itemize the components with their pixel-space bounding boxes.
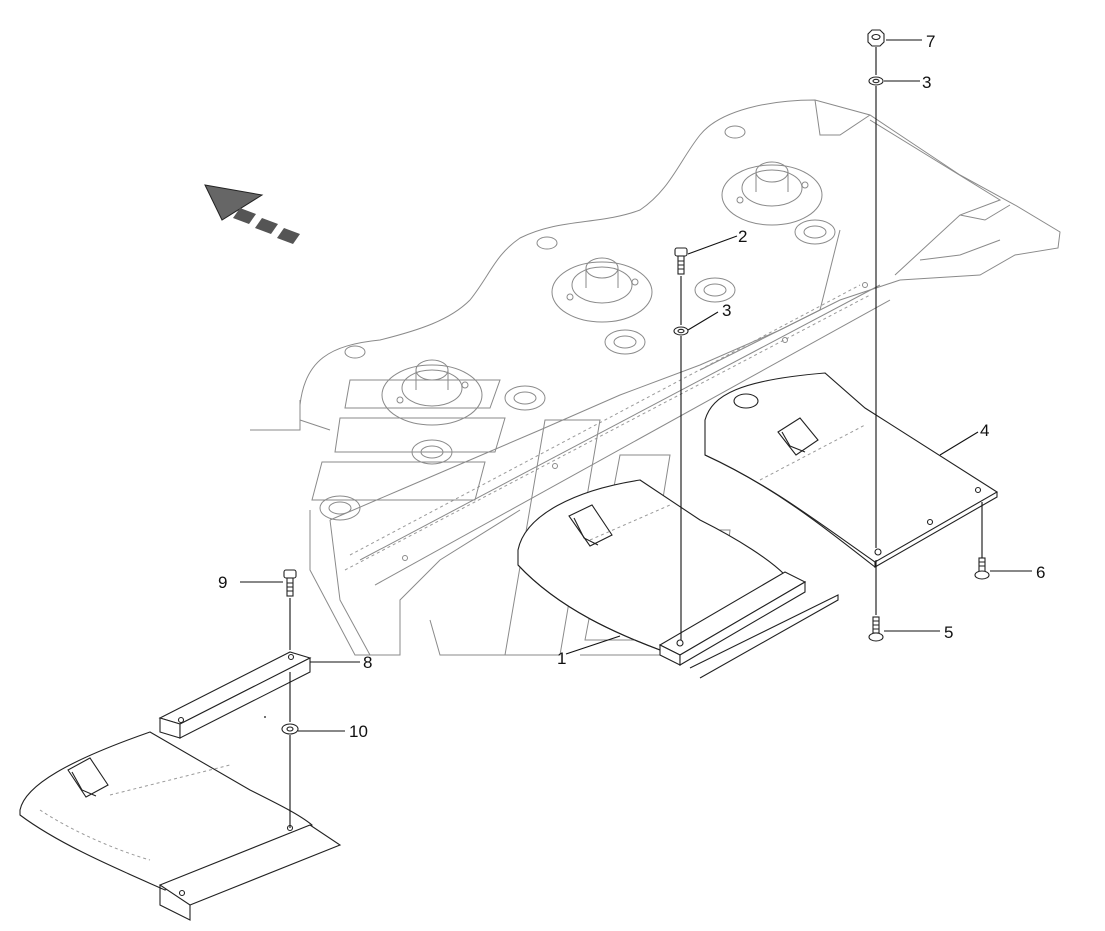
callout-7: 7 [926, 32, 935, 51]
callout-8: 8 [363, 653, 372, 672]
callout-3-lower: 3 [722, 301, 731, 320]
bolt-2 [674, 247, 688, 325]
callout-5: 5 [944, 623, 953, 642]
callout-1: 1 [557, 649, 566, 668]
bolt-5 [868, 616, 884, 642]
skid-plate-4 [704, 372, 999, 568]
callout-6: 6 [1036, 563, 1045, 582]
bolt-6 [974, 502, 990, 580]
callout-10: 10 [349, 722, 368, 741]
callout-4: 4 [980, 421, 989, 440]
nut-7 [867, 29, 885, 75]
stray-dot [264, 716, 266, 718]
disc-hub-3 [721, 161, 823, 226]
bolt-9 [283, 569, 297, 722]
callout-9: 9 [218, 573, 227, 592]
washer-3-upper [868, 76, 884, 615]
disc-hub-1 [381, 359, 483, 426]
washer-10 [281, 723, 299, 828]
travel-direction-arrow [204, 184, 300, 244]
skid-shoe-1 [517, 479, 839, 679]
spacer-bar-8 [158, 651, 312, 739]
lower-skid-plate [19, 731, 342, 921]
disc-hub-2 [551, 257, 653, 323]
bearing-seats [319, 219, 836, 521]
callout-3-upper: 3 [922, 73, 931, 92]
washer-3-lower [673, 326, 689, 640]
callout-leaders [240, 39, 1032, 732]
cutter-bar-frame [250, 99, 1061, 656]
callout-2: 2 [738, 227, 747, 246]
